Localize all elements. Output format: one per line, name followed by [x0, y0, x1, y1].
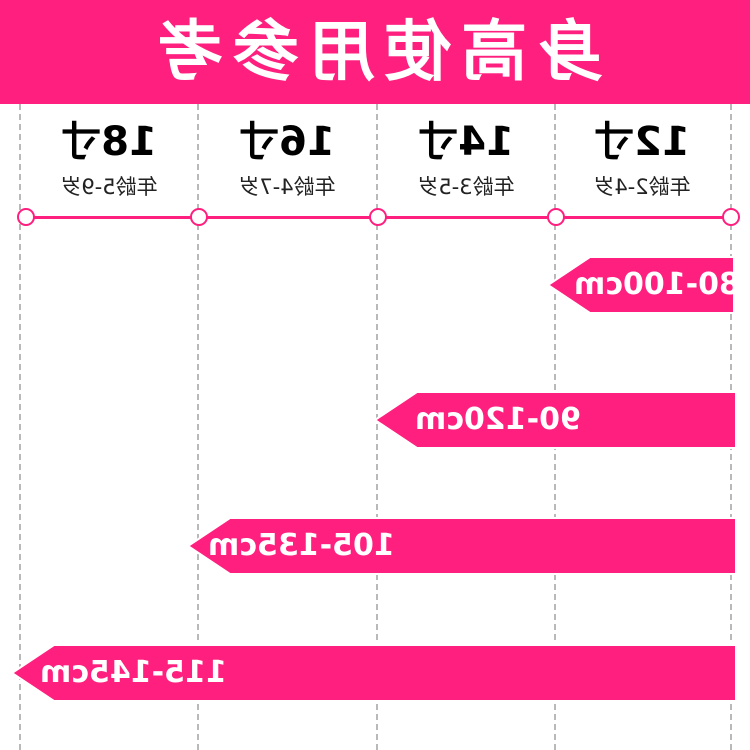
size-label: 14寸 — [418, 119, 514, 165]
age-label: 年龄4-7岁 — [238, 175, 336, 199]
column-12-inch: 12寸 年龄2-4岁 — [553, 118, 731, 202]
timeline-node — [369, 208, 387, 226]
arrow-shape — [546, 256, 735, 314]
range-label: 105-135cm — [208, 528, 395, 563]
size-label: 18寸 — [61, 119, 157, 165]
timeline-node — [190, 208, 208, 226]
range-label: 90-120cm — [415, 402, 581, 437]
column-14-inch: 14寸 年龄3-5岁 — [377, 118, 555, 202]
age-label: 年龄5-9岁 — [60, 175, 158, 199]
timeline-node — [547, 208, 565, 226]
size-label: 16寸 — [239, 119, 335, 165]
size-label: 12寸 — [594, 119, 690, 165]
range-arrow-80-100: 80-100cm — [546, 256, 740, 314]
column-16-inch: 16寸 年龄4-7岁 — [198, 118, 376, 202]
range-arrow-105-135: 105-135cm — [186, 517, 737, 575]
title-banner — [0, 0, 750, 104]
column-18-inch: 18寸 年龄5-9岁 — [20, 118, 198, 202]
grid-line — [19, 104, 21, 750]
grid-line — [197, 104, 199, 750]
range-arrow-90-120: 90-120cm — [373, 391, 737, 449]
range-arrow-115-145: 115-145cm — [10, 644, 737, 702]
arrow-shape — [186, 517, 737, 575]
grid-line — [376, 104, 378, 750]
page-title: 身高使用参考 — [147, 13, 603, 90]
arrow-shape — [373, 391, 737, 449]
age-label: 年龄3-5岁 — [417, 175, 515, 199]
age-label: 年龄2-4岁 — [593, 175, 691, 199]
timeline-node — [722, 208, 740, 226]
timeline-node — [17, 208, 35, 226]
range-label: 80-100cm — [574, 267, 740, 302]
range-label: 115-145cm — [40, 655, 227, 690]
arrow-shape — [10, 644, 737, 702]
